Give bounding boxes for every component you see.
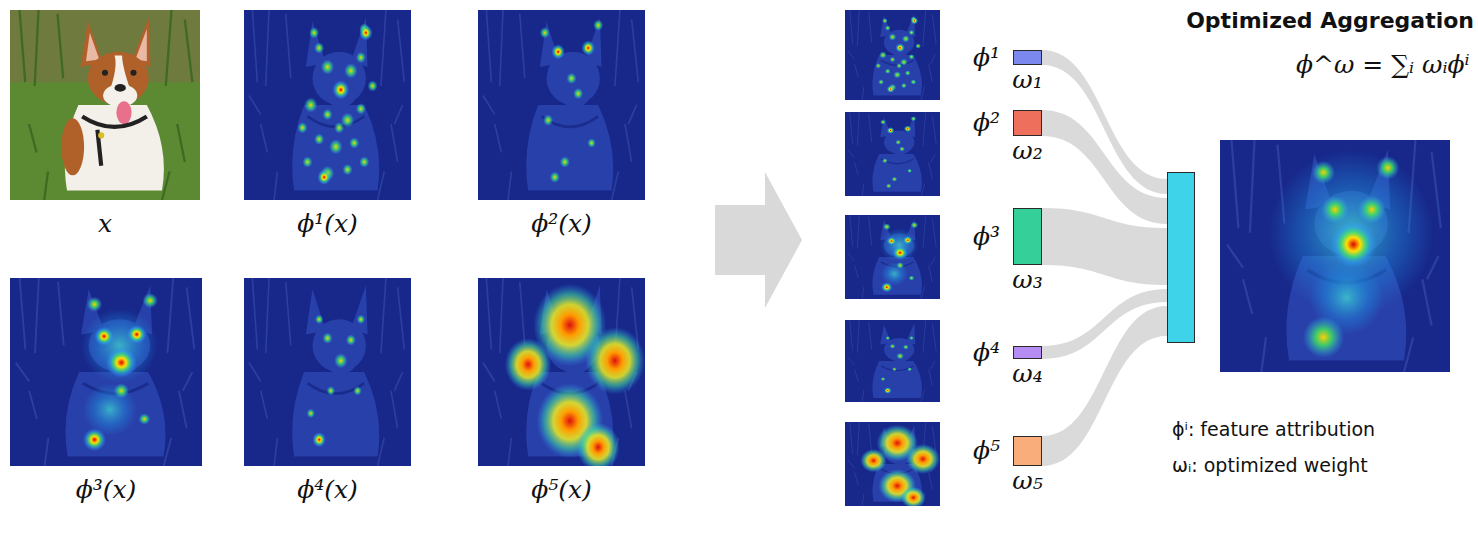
- definition-note: ωᵢ: optimized weight: [1172, 454, 1368, 477]
- image-panel: ϕ⁴(x): [244, 278, 411, 466]
- attribution-symbol: ϕ⁵: [973, 437, 1000, 466]
- aggregate-bar: [1167, 172, 1195, 343]
- weight-bar: ϕ²ω₂: [1013, 110, 1042, 136]
- weight-symbol: ω₃: [1012, 266, 1042, 295]
- panel-caption: ϕ⁴(x): [297, 476, 358, 505]
- panel-caption: x: [98, 210, 112, 239]
- weight-symbol: ω₅: [1012, 467, 1042, 496]
- weight-symbol: ω₂: [1012, 137, 1042, 166]
- flow-band: [1042, 306, 1167, 466]
- attribution-symbol: ϕ⁴: [973, 338, 1000, 367]
- attribution-symbol: ϕ³: [973, 222, 1000, 251]
- heatmap-thumbnail: [845, 10, 940, 100]
- heatmap-thumbnail: [845, 422, 940, 509]
- aggregated-heatmap: [1220, 140, 1450, 372]
- heatmap: [244, 278, 411, 466]
- formula: ϕ^ω = ∑ᵢ ωᵢϕⁱ: [1296, 50, 1470, 80]
- panel-title: Optimized Aggregation: [1186, 8, 1474, 34]
- heatmap-thumbnail: [845, 112, 940, 196]
- image-panel: x: [10, 10, 200, 200]
- dog-photo: [10, 10, 200, 200]
- heatmap: [244, 10, 411, 200]
- heatmap-thumbnail: [845, 320, 940, 402]
- panel-caption: ϕ³(x): [76, 476, 137, 505]
- image-panel: ϕ³(x): [10, 278, 202, 466]
- panel-caption: ϕ⁵(x): [531, 476, 592, 505]
- weight-bar: ϕ⁴ω₄: [1013, 346, 1042, 359]
- heatmap: [10, 278, 202, 466]
- attribution-symbol: ϕ¹: [973, 43, 1000, 72]
- image-panel: ϕ²(x): [478, 10, 645, 200]
- heatmap-thumbnail: [845, 215, 940, 299]
- flow-band: [1042, 208, 1167, 285]
- weight-symbol: ω₄: [1012, 360, 1042, 389]
- weight-bar: ϕ⁵ω₅: [1013, 436, 1042, 466]
- image-panel: ϕ¹(x): [244, 10, 411, 200]
- panel-caption: ϕ²(x): [531, 210, 592, 239]
- weight-symbol: ω₁: [1012, 66, 1042, 95]
- image-panel: ϕ⁵(x): [478, 278, 645, 466]
- attribution-symbol: ϕ²: [973, 109, 1000, 138]
- block-arrow: [715, 172, 802, 308]
- panel-caption: ϕ¹(x): [297, 210, 358, 239]
- weight-bar: ϕ¹ω₁: [1013, 50, 1042, 65]
- flow-band: [1042, 110, 1167, 224]
- heatmap: [478, 278, 645, 472]
- heatmap: [478, 10, 645, 200]
- weight-bar: ϕ³ω₃: [1013, 208, 1042, 265]
- definition-note: ϕⁱ: feature attribution: [1172, 418, 1375, 441]
